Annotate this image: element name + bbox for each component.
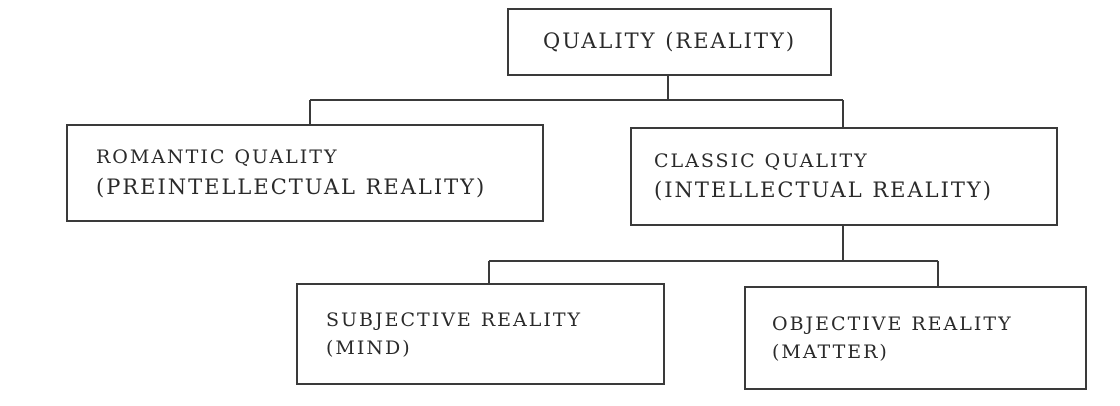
node-subjective-reality-title: SUBJECTIVE REALITY <box>326 308 583 331</box>
node-classic-quality-title: CLASSIC QUALITY <box>654 149 869 172</box>
node-subjective-reality: SUBJECTIVE REALITY (MIND) <box>296 283 665 385</box>
node-classic-quality: CLASSIC QUALITY (INTELLECTUAL REALITY) <box>630 127 1058 226</box>
node-quality-reality-label: QUALITY (REALITY) <box>542 29 797 54</box>
node-quality-reality: QUALITY (REALITY) <box>507 8 832 76</box>
node-subjective-reality-subtitle: (MIND) <box>326 337 412 359</box>
node-romantic-quality: ROMANTIC QUALITY (PREINTELLECTUAL REALIT… <box>66 124 544 222</box>
node-romantic-quality-subtitle: (PREINTELLECTUAL REALITY) <box>96 174 487 199</box>
node-romantic-quality-title: ROMANTIC QUALITY <box>96 146 339 168</box>
node-objective-reality-subtitle: (MATTER) <box>772 341 889 363</box>
node-objective-reality: OBJECTIVE REALITY (MATTER) <box>744 286 1087 390</box>
node-classic-quality-subtitle: (INTELLECTUAL REALITY) <box>654 178 993 202</box>
node-objective-reality-title: OBJECTIVE REALITY <box>772 312 1013 335</box>
